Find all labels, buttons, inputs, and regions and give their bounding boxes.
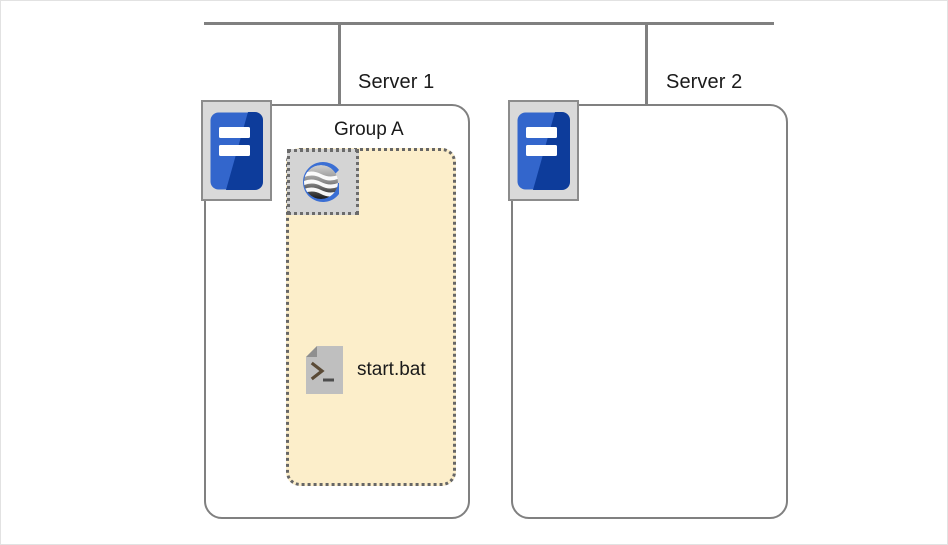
script-file-row[interactable]: start.bat bbox=[306, 346, 426, 394]
script-file-name: start.bat bbox=[357, 359, 426, 380]
server-icon bbox=[508, 100, 579, 201]
application-logo-icon bbox=[295, 154, 351, 210]
server-2-label: Server 2 bbox=[666, 71, 743, 93]
server-1-label: Server 1 bbox=[358, 71, 435, 93]
group-a-label: Group A bbox=[334, 119, 404, 140]
network-bus-line bbox=[204, 22, 774, 25]
drop-line-server-2 bbox=[645, 22, 648, 106]
drop-line-server-1 bbox=[338, 22, 341, 106]
batch-script-icon bbox=[306, 346, 343, 394]
application-logo-tile bbox=[287, 149, 359, 215]
server-icon bbox=[201, 100, 272, 201]
